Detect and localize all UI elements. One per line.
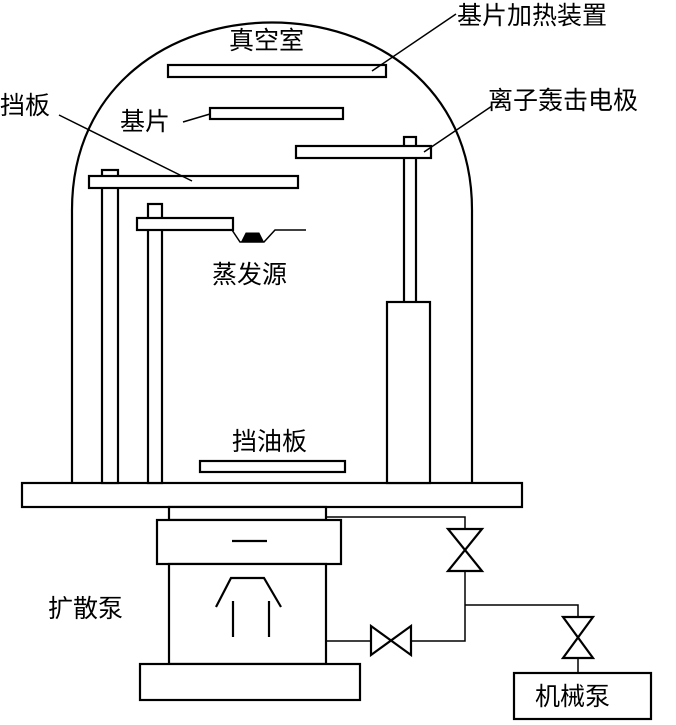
ion-electrode-housing	[385, 300, 432, 485]
substrate-heater	[166, 63, 388, 79]
label-diffusion-pump: 扩散泵	[48, 594, 123, 623]
label-substrate-heater: 基片加热装置	[457, 1, 607, 30]
mechanical-pump-box	[512, 671, 653, 721]
diffusion-pump-base	[138, 662, 362, 702]
baffle-plate	[87, 174, 300, 190]
diffusion-pump-jet-cap	[215, 576, 282, 608]
valve-foreline[interactable]	[369, 623, 413, 658]
baffle-column	[100, 168, 120, 485]
substrate	[208, 106, 345, 121]
pipe-foreline-join	[411, 605, 466, 642]
evaporation-source-boat	[218, 229, 306, 243]
label-mechanical-pump: 机械泵	[535, 682, 610, 711]
label-vacuum-chamber: 真空室	[229, 26, 304, 55]
pipe-foreline-to-mech	[465, 604, 579, 617]
label-ion-electrode: 离子轰击电极	[488, 86, 638, 115]
label-oil-baffle: 挡油板	[232, 427, 307, 456]
pipe-chamber-bypass	[326, 516, 466, 529]
evaporation-material	[241, 232, 264, 242]
leader-substrate	[182, 113, 211, 123]
diffusion-pump-neck	[167, 505, 328, 522]
valve-mechanical-pump[interactable]	[560, 615, 596, 660]
leader-ion-electrode	[423, 105, 493, 153]
valve-high-vacuum-bypass[interactable]	[445, 527, 485, 573]
evaporation-source-column	[146, 202, 164, 485]
label-baffle: 挡板	[0, 91, 50, 120]
oil-baffle	[198, 459, 347, 474]
ion-electrode-plate	[294, 144, 433, 160]
label-substrate: 基片	[120, 107, 170, 136]
ion-electrode-column	[402, 135, 418, 309]
evaporation-source-arm	[135, 216, 235, 232]
label-evaporation-source: 蒸发源	[212, 260, 287, 289]
leader-substrate-heater	[371, 13, 457, 72]
base-plate	[20, 481, 524, 509]
leader-baffle	[58, 114, 193, 182]
